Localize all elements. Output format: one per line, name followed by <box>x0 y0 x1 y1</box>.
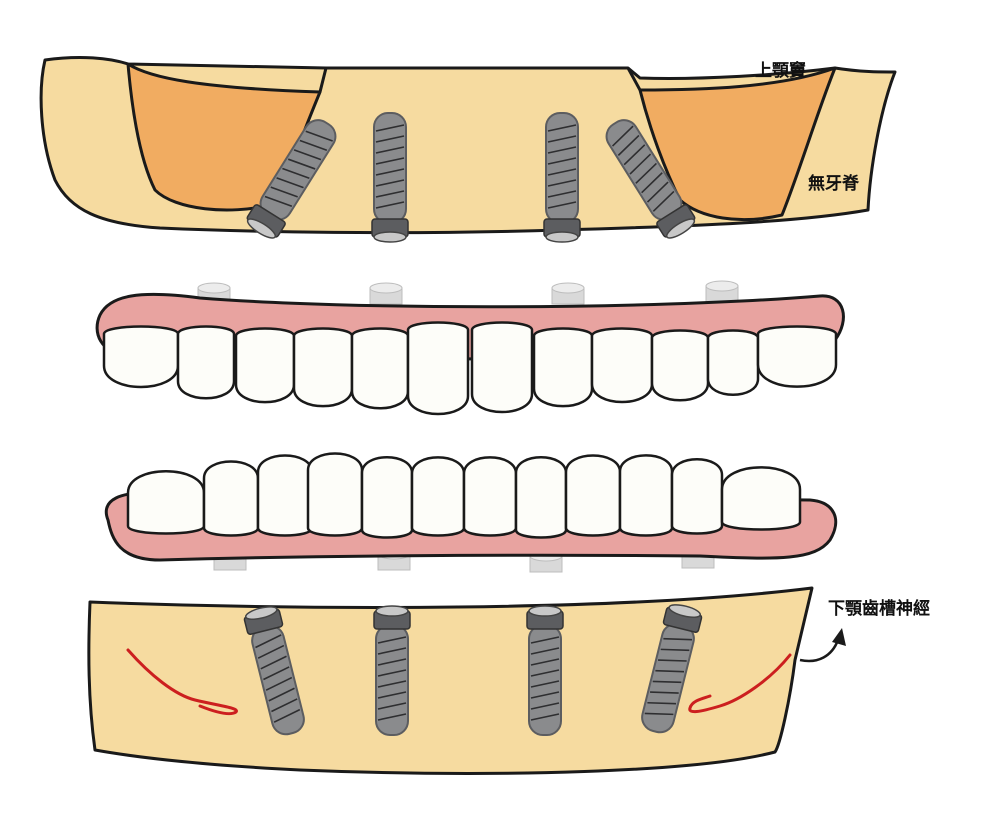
lower-jaw-bone <box>87 586 814 775</box>
upper-tooth-1 <box>102 325 180 389</box>
upper-implant-2 <box>371 112 409 243</box>
lower-teeth <box>126 452 802 539</box>
lower-tooth-9 <box>564 454 622 537</box>
upper-tooth-11 <box>706 329 760 396</box>
upper-abutments <box>197 280 739 305</box>
label-maxillary-sinus: 上顎竇 <box>755 60 806 81</box>
upper-jaw <box>39 56 897 235</box>
upper-teeth <box>102 321 838 416</box>
left-inferior-alveolar-nerve <box>126 648 238 716</box>
upper-tooth-10 <box>650 329 710 402</box>
upper-tooth-6 <box>406 321 470 416</box>
lower-jaw <box>87 586 814 775</box>
lower-implant-3 <box>526 605 564 736</box>
upper-implant-4 <box>605 119 696 239</box>
upper-abutment-4 <box>705 280 739 303</box>
upper-tooth-12 <box>756 325 838 388</box>
upper-tooth-2 <box>176 325 236 400</box>
upper-tooth-5 <box>350 327 410 410</box>
upper-implants <box>246 112 696 243</box>
lower-implant-1 <box>243 606 305 736</box>
lower-tooth-3 <box>256 454 314 537</box>
lower-implant-4 <box>641 604 703 734</box>
lower-tooth-2 <box>202 460 260 537</box>
upper-tooth-7 <box>470 321 534 414</box>
lower-tooth-12 <box>720 466 802 531</box>
right-maxillary-sinus <box>638 66 837 222</box>
upper-jaw-ridge-line <box>318 67 642 93</box>
upper-abutment-2 <box>369 282 403 305</box>
upper-denture <box>95 280 845 416</box>
label-inferior-alveolar-nerve: 下顎齒槽神經 <box>828 598 930 619</box>
lower-tooth-5 <box>360 456 414 539</box>
lower-implants <box>243 604 703 736</box>
lower-tooth-8 <box>514 456 568 539</box>
upper-implant-1 <box>246 119 337 239</box>
upper-implant-3 <box>543 112 581 243</box>
lower-tooth-1 <box>126 469 206 535</box>
upper-tooth-9 <box>590 327 654 404</box>
right-inferior-alveolar-nerve <box>688 653 792 714</box>
lower-tooth-11 <box>670 458 724 535</box>
upper-tooth-8 <box>532 327 594 408</box>
lower-denture <box>104 452 838 573</box>
upper-abutment-3 <box>551 282 585 305</box>
upper-tooth-4 <box>292 327 354 408</box>
label-edentulous-ridge: 無牙脊 <box>808 173 860 194</box>
lower-tooth-4 <box>306 452 364 537</box>
nerve-pointer-arrow <box>799 628 846 663</box>
upper-tooth-3 <box>234 327 296 404</box>
lower-tooth-6 <box>410 456 466 537</box>
lower-tooth-10 <box>618 454 674 537</box>
lower-tooth-7 <box>462 456 518 537</box>
lower-implant-2 <box>373 605 411 736</box>
